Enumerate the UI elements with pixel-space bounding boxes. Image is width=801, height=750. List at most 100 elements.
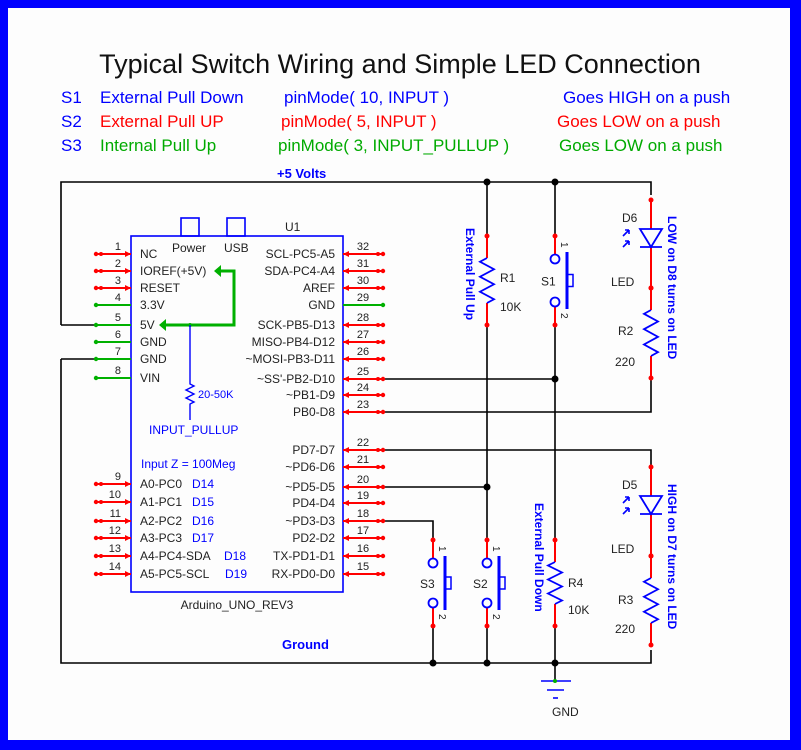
pin-name: ~MOSI-PB3-D11 (246, 352, 336, 366)
resistor-value: 10K (568, 603, 589, 617)
ground-symbol-icon (541, 680, 571, 699)
pin-name: PD7-D7 (292, 443, 335, 457)
legend-switch-id: S2 (61, 112, 82, 131)
pin-number: 27 (357, 329, 369, 341)
pin-end-dot (99, 500, 103, 504)
pin-arrow-icon (343, 500, 349, 506)
pin-end-dot (93, 375, 99, 381)
pin-number: 22 (357, 437, 369, 449)
pin-arrow-icon (125, 571, 131, 577)
pin-arrow-icon (343, 571, 349, 577)
pin-end-dot (93, 499, 99, 505)
pin-number: 30 (357, 275, 369, 287)
pin-number: 4 (115, 292, 121, 304)
junction-dot (483, 483, 491, 491)
led-ref: D5 (622, 478, 638, 492)
pin-arrow-icon (343, 484, 349, 490)
r4-note: External Pull Down (532, 503, 546, 612)
pin-end-dot (376, 536, 380, 540)
pin-end-dot (376, 465, 380, 469)
pin-number: 18 (357, 508, 369, 520)
pin-arrow-icon (125, 268, 131, 274)
legend-switch-id: S3 (61, 136, 82, 155)
schematic-frame (8, 8, 790, 740)
legend-behavior: Goes HIGH on a push (563, 88, 730, 107)
pin-name: SCL-PC5-A5 (266, 247, 336, 261)
pin-alt-label: D14 (192, 477, 214, 491)
pin-name: A2-PC2 (140, 514, 182, 528)
junction-dot (551, 375, 559, 383)
junctions (429, 178, 559, 667)
led-type: LED (611, 542, 635, 556)
pin-end-dot (93, 535, 99, 541)
pin-number: 6 (115, 329, 121, 341)
pin-alt-label: D16 (192, 514, 214, 528)
pin-name: RX-PD0-D0 (272, 567, 336, 581)
right-pins: 32SCL-PC5-A531SDA-PC4-A430AREF29GND28SCK… (246, 241, 386, 581)
resistor-r4: R4 10K (545, 537, 589, 629)
pin-arrow-icon (125, 481, 131, 487)
pin-end-dot (99, 519, 103, 523)
pin-arrow-icon (125, 285, 131, 291)
led-diode-icon (638, 495, 664, 516)
link-arrow-icon (159, 265, 221, 331)
vcc-net-label: +5 Volts (277, 166, 326, 181)
pin-number: 19 (357, 490, 369, 502)
pin-end-dot (93, 302, 99, 308)
pin-end-dot (376, 519, 380, 523)
pin-end-dot (380, 535, 386, 541)
pin-name: A5-PC5-SCL (140, 567, 210, 581)
pin-name: GND (308, 298, 335, 312)
pin-arrow-icon (343, 251, 349, 257)
pin-name: AREF (303, 281, 335, 295)
pin-name: MISO-PB4-D12 (252, 335, 336, 349)
pin-number: 12 (109, 525, 121, 537)
switch-ref: S3 (420, 577, 435, 591)
pin-end-dot (376, 377, 380, 381)
diagram-title: Typical Switch Wiring and Simple LED Con… (99, 49, 701, 79)
pin-end-dot (380, 518, 386, 524)
pin-end-dot (380, 376, 386, 382)
pin-end-dot (376, 501, 380, 505)
switch-pin-number: 2 (436, 614, 447, 620)
d8-wire (384, 378, 652, 413)
switch-pin-number: 2 (490, 614, 501, 620)
pin-name: PB0-D8 (293, 405, 335, 419)
pin-end-dot (380, 268, 386, 274)
pin-arrow-icon (343, 268, 349, 274)
pin-number: 8 (115, 365, 121, 377)
ground-net-label: Ground (282, 637, 329, 652)
pin-name: SCK-PB5-D13 (258, 318, 336, 332)
power-connector-icon (180, 217, 200, 237)
switch-pin-number: 2 (558, 313, 569, 319)
pin-arrow-icon (343, 535, 349, 541)
pin-name: 5V (140, 318, 155, 332)
pin-end-dot (376, 393, 380, 397)
legend-pinmode-code: pinMode( 5, INPUT ) (281, 112, 437, 131)
pin-name: ~PB1-D9 (286, 388, 335, 402)
chip-ref: U1 (285, 220, 301, 234)
legend-description: External Pull UP (100, 112, 224, 131)
junction-dot (483, 178, 491, 186)
pin-arrow-icon (125, 251, 131, 257)
legend-pinmode-code: pinMode( 3, INPUT_PULLUP ) (278, 136, 509, 155)
pin-arrow-icon (125, 535, 131, 541)
chip-name: Arduino_UNO_REV3 (181, 598, 294, 612)
resistor-ref: R4 (568, 576, 584, 590)
pin-number: 31 (357, 258, 369, 270)
pin-end-dot (93, 339, 99, 345)
internal-pullup-resistor-icon (184, 325, 196, 420)
pin-name: SDA-PC4-A4 (264, 264, 335, 278)
legend-pinmode-code: pinMode( 10, INPUT ) (284, 88, 449, 107)
legend-description: Internal Pull Up (100, 136, 216, 155)
gnd-symbol-label: GND (552, 705, 579, 719)
switch-contact-icon (427, 597, 439, 609)
components: R110KS112R410KS212S312D6LEDR2220D5LEDR32… (420, 197, 664, 648)
pin-arrow-icon (343, 285, 349, 291)
resistor-icon (642, 577, 660, 624)
light-emission-arrows-icon (622, 496, 630, 515)
